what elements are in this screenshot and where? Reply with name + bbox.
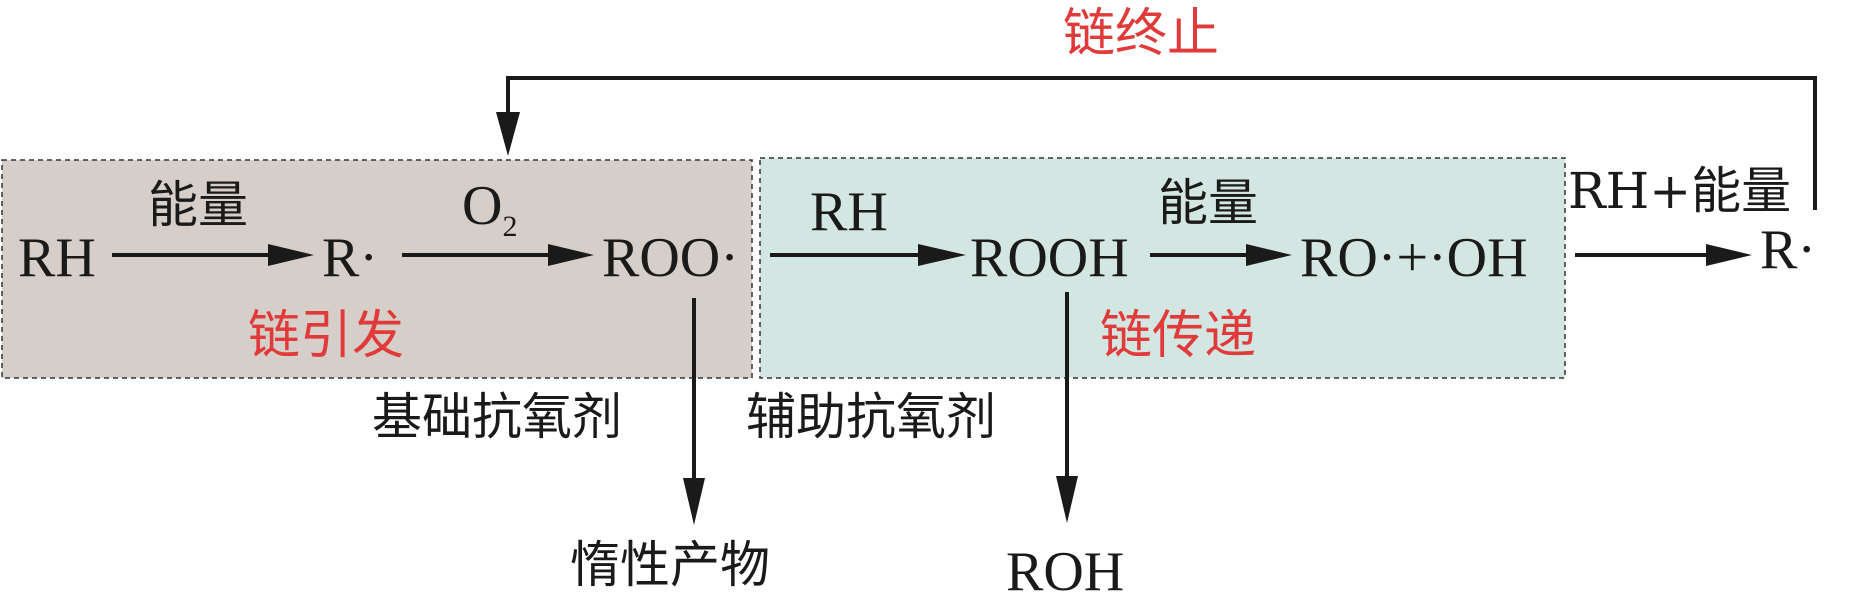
secondary-antioxidant-label: 辅助抗氧剂 — [746, 388, 996, 446]
termination-label: 链终止 — [1063, 4, 1220, 64]
termination-arrowhead — [496, 112, 520, 156]
initiation-region — [1, 159, 753, 379]
o2-label: O2 — [462, 178, 517, 242]
species-r-radical: R· — [322, 227, 378, 289]
termination-loop-line — [506, 76, 1817, 210]
species-ro-oh: RO·+·OH — [1300, 227, 1528, 289]
o2-subscript: 2 — [502, 210, 518, 243]
rh-label-2: RH — [810, 181, 888, 243]
o2-main: O — [462, 175, 503, 237]
species-roo-radical: ROO· — [602, 227, 739, 289]
energy-label-2: 能量 — [1158, 174, 1258, 232]
inert-products-label: 惰性产物 — [570, 536, 770, 594]
primary-antioxidant-label: 基础抗氧剂 — [372, 388, 622, 446]
energy-label-1: 能量 — [148, 176, 248, 234]
species-rh: RH — [18, 227, 96, 289]
roh-label: ROH — [1006, 541, 1125, 603]
initiation-label: 链引发 — [248, 306, 405, 366]
rh-energy-label: RH+能量 — [1568, 162, 1792, 220]
species-r-radical-end: R· — [1760, 219, 1816, 281]
propagation-region — [759, 157, 1566, 379]
species-rooh: ROOH — [970, 227, 1129, 289]
propagation-label: 链传递 — [1100, 306, 1257, 366]
